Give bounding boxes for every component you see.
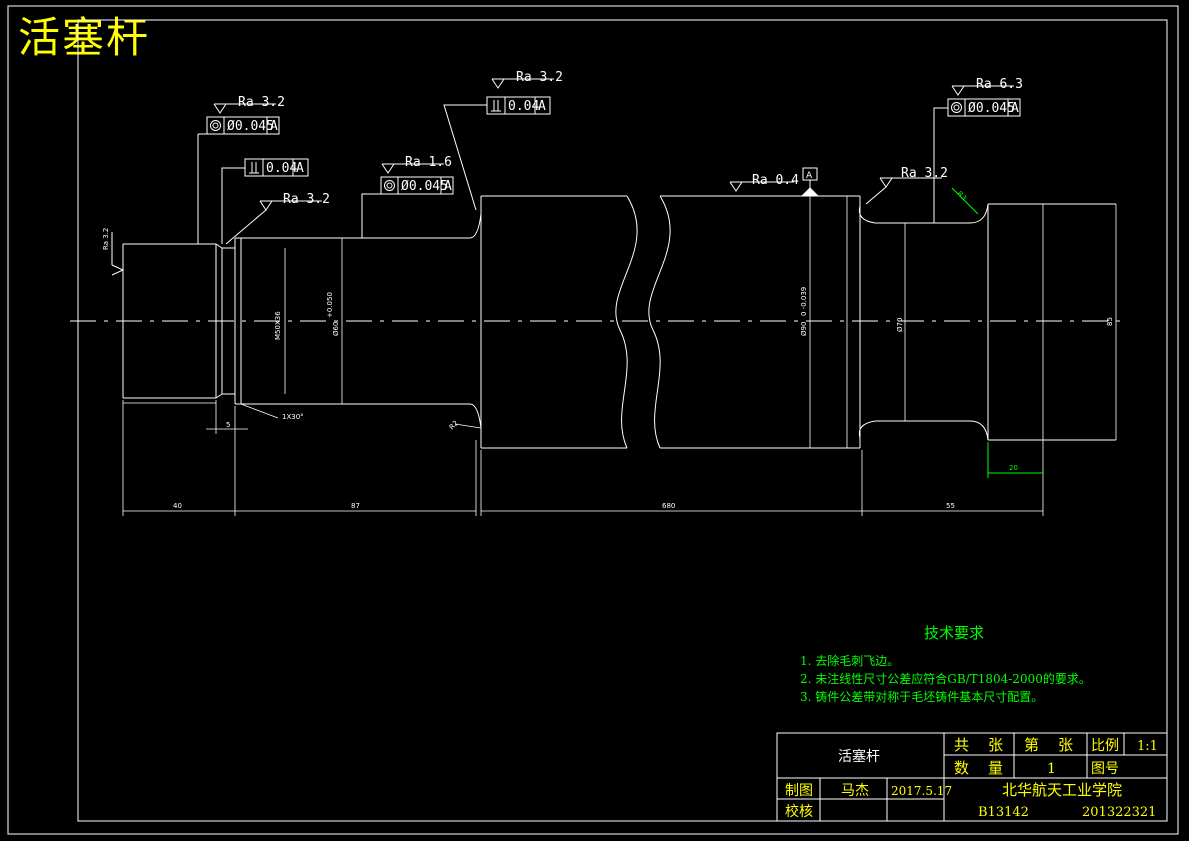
svg-text:A: A [296,161,304,176]
roughness-r2: Ra 3.2 [283,192,330,207]
tolerance-frame-f1: Ø0.045 A [197,116,280,244]
tolerance-frame-f3: Ø0.045 A [361,176,454,238]
svg-text:张: 张 [1058,736,1073,754]
dim-chamfer: 1X30° [282,413,304,421]
title-block-qty-value: 1 [1047,761,1056,777]
tech-item: 2. 未注线性尺寸公差应符合GB/T1804-2000的要求。 [800,671,1091,686]
title-block-date: 2017.5.17 [891,784,952,798]
svg-text:A: A [444,179,452,194]
title-block-total: 共 [954,736,969,754]
roughness-left-end: Ra 3.2 [102,228,110,250]
tolerance-frame-f2: 0.04 A [221,158,309,244]
dim-20: 20 [1009,464,1018,472]
dim-r2: R2 [448,419,460,431]
svg-text:A: A [1011,101,1019,116]
dim-85: 85 [1106,317,1114,326]
roughness-r1: Ra 3.2 [238,95,285,110]
dim-thread: M50X36 [274,311,282,340]
title-block-sheet-no: 第 [1024,736,1039,754]
outer-frame [7,5,1179,835]
roughness-r5: Ra 0.4 [752,173,799,188]
dim-d60: Ø60 [332,322,340,336]
svg-text:量: 量 [988,759,1003,777]
break-line-right [648,195,671,449]
title-block-class-code: B13142 [978,805,1029,820]
tech-item: 1. 去除毛刺飞边。 [800,653,899,668]
title-block-checker-label: 校核 [785,803,813,820]
datum-a: A [800,167,820,197]
dim-tol60: +0.050 [326,292,334,318]
tolerance-frame-f4: 0.04 A [443,96,551,211]
tech-heading: 技术要求 [924,624,984,642]
svg-text:Ø0.045: Ø0.045 [401,179,448,194]
title-block-student-id: 201322321 [1082,805,1156,820]
dim-d70: Ø70 [896,318,904,332]
break-line-left [615,195,638,449]
svg-text:A: A [806,171,813,181]
dim-680: 680 [662,502,675,510]
roughness-r7: Ra 6.3 [976,77,1023,92]
dim-87: 87 [351,502,360,510]
dim-5: 5 [226,421,230,429]
inner-frame [77,19,1168,822]
dimension-texts: 40 87 680 55 5 20 1X30° M50X36 Ø60 +0.05… [173,190,1114,510]
roughness-r4: Ra 3.2 [516,70,563,85]
title-block-scale-label: 比例 [1091,738,1119,754]
roughness-symbols: Ra 3.2 Ra 3.2 Ra 3.2 Ra 1.6 Ra 3.2 Ra 0.… [102,70,1023,276]
tech-item: 3. 铸件公差带对称于毛坯铸件基本尺寸配置。 [800,689,1043,704]
title-block-drafter: 马杰 [841,783,869,799]
svg-text:张: 张 [988,736,1003,754]
svg-text:A: A [270,119,278,134]
svg-text:0.04: 0.04 [266,161,297,176]
title-block-scale-value: 1:1 [1137,739,1158,754]
title-block-drafter-label: 制图 [785,783,813,799]
dim-d90: Ø90 [800,322,808,336]
title-block-part-name: 活塞杆 [838,748,880,765]
title-block: 活塞杆 共 张 第 张 比例 1:1 数 量 1 图号 制图 马杰 2017.5… [776,732,1168,822]
tech-requirements: 技术要求 1. 去除毛刺飞边。 2. 未注线性尺寸公差应符合GB/T1804-2… [800,624,1091,704]
dimension-lines [122,187,1117,516]
title-block-qty-label: 数 [954,759,969,777]
dim-55: 55 [946,502,955,510]
title-block-school: 北华航天工业学院 [1002,781,1122,799]
tolerance-frame-f5: Ø0.045 A [933,98,1021,223]
roughness-r3: Ra 1.6 [405,155,452,170]
shaft-outline [70,195,1128,449]
dim-40: 40 [173,502,182,510]
svg-text:0.04: 0.04 [508,99,539,114]
svg-text:Ø0.045: Ø0.045 [227,119,274,134]
tolerance-frames: Ø0.045 A 0.04 A Ø0.045 A [197,96,1021,244]
svg-text:A: A [538,99,546,114]
dim-tol90: 0 -0.039 [800,287,808,316]
svg-text:Ø0.045: Ø0.045 [968,101,1015,116]
dim-r3: R3 [956,190,968,202]
title-block-drawing-no: 图号 [1091,761,1119,777]
roughness-r6: Ra 3.2 [901,166,948,181]
drawing-title: 活塞杆 [18,13,151,62]
